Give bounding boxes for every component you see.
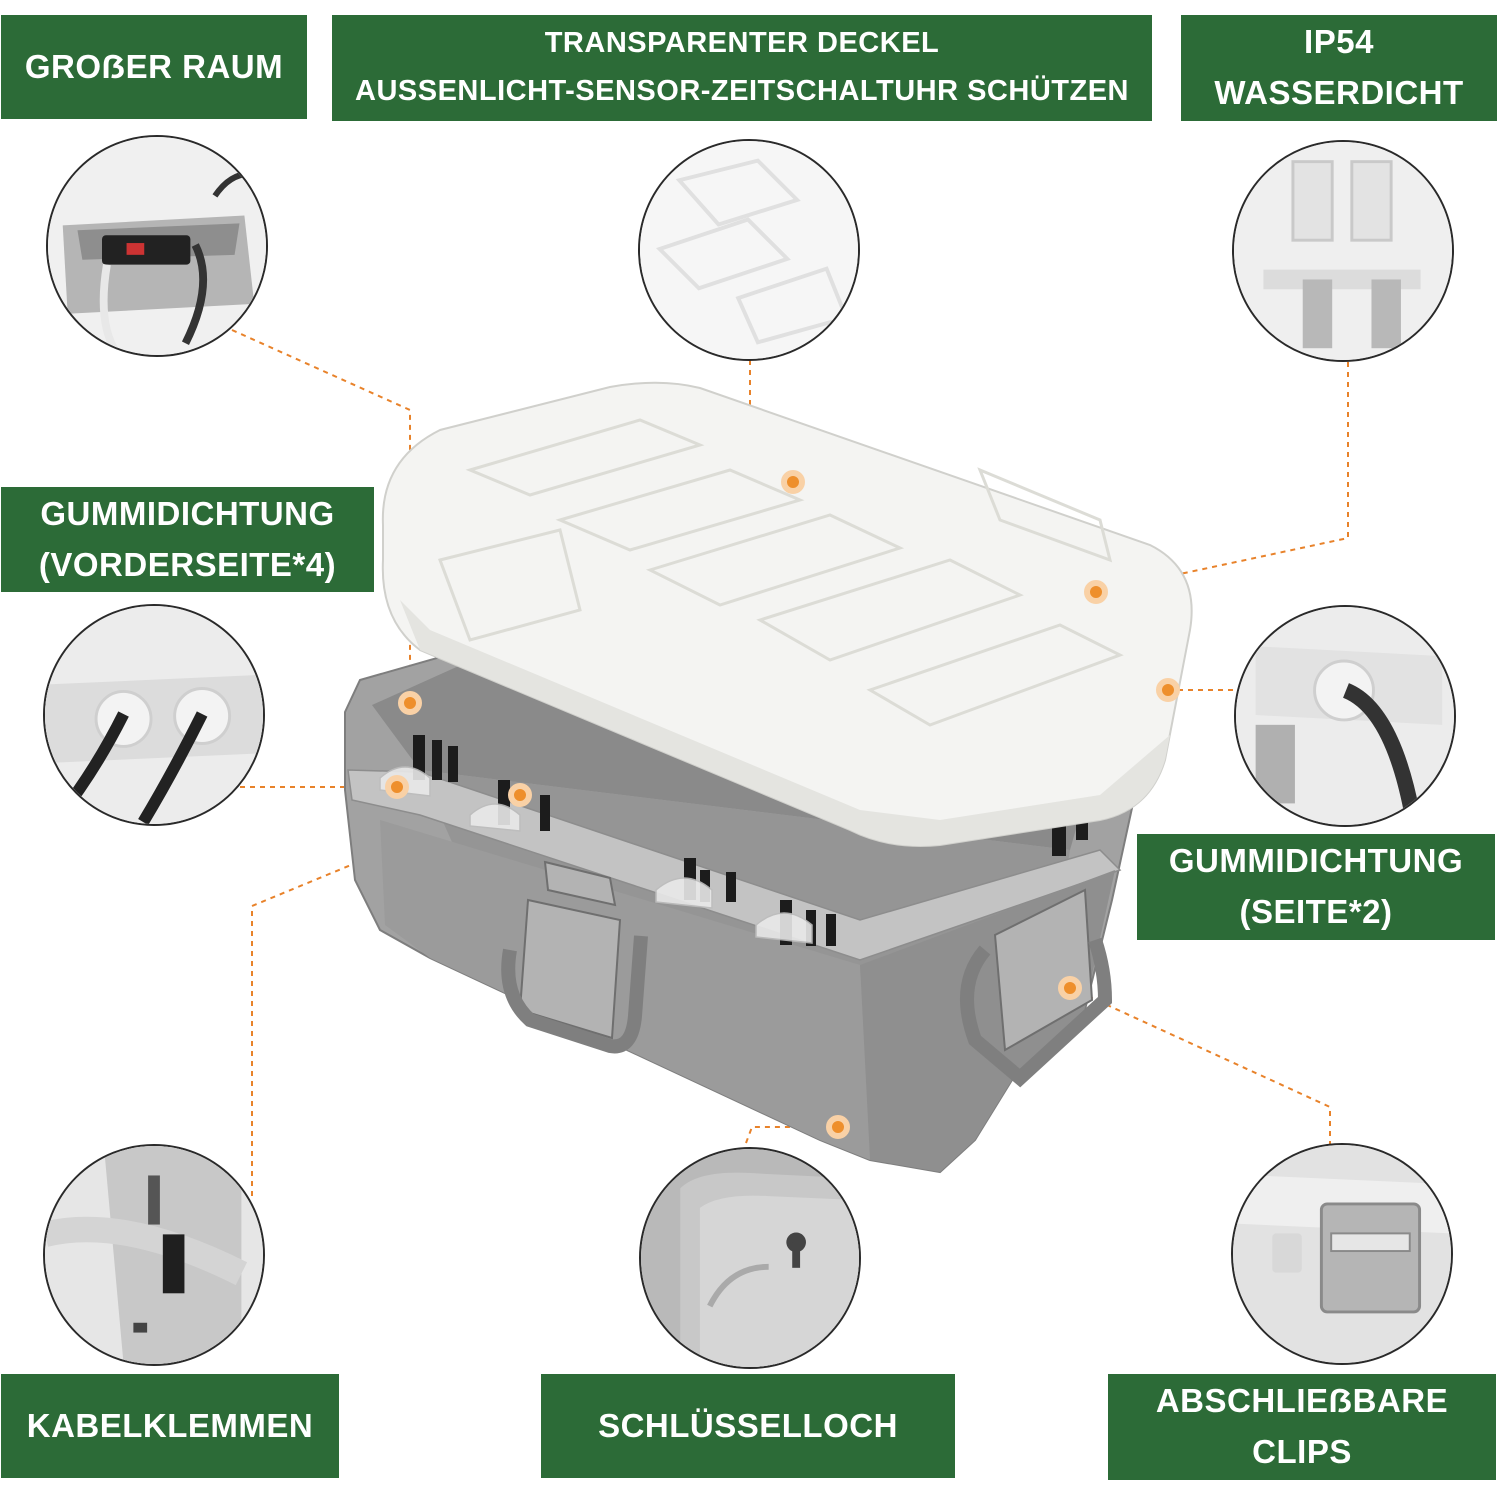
label-schluesselloch-text: SCHLÜSSELLOCH xyxy=(598,1406,898,1444)
label-ip54-line1: IP54 xyxy=(1304,23,1374,61)
front-latch xyxy=(501,860,648,1054)
label-gummi-seite-line2: (SEITE*2) xyxy=(1239,893,1393,930)
detail-circle-grosser-raum xyxy=(46,135,268,357)
dot-schluesselloch xyxy=(826,1115,850,1139)
label-gummi-seite-line1: GUMMIDICHTUNG xyxy=(1168,842,1464,880)
label-abschliessbare-clips: ABSCHLIEẞBARE CLIPS xyxy=(1108,1374,1496,1480)
label-gummidichtung-seite: GUMMIDICHTUNG (SEITE*2) xyxy=(1137,834,1495,940)
dot-clips xyxy=(1058,976,1082,1000)
transparent-lid xyxy=(381,381,1193,847)
detail-circle-deckel xyxy=(638,139,860,361)
detail-circle-ip54 xyxy=(1232,140,1454,362)
label-gummi-vorne-line2: (VORDERSEITE*4) xyxy=(38,545,337,583)
label-grosser-raum-text: GROẞER RAUM xyxy=(24,47,284,85)
dot-gummi-seite xyxy=(1156,678,1180,702)
label-kabelklemmen-text: KABELKLEMMEN xyxy=(26,1406,314,1444)
label-clips-line2: CLIPS xyxy=(1252,1433,1352,1470)
detail-circle-kabelklemmen xyxy=(43,1144,265,1366)
label-deckel-line2: AUSSENLICHT-SENSOR-ZEITSCHALTUHR SCHÜTZE… xyxy=(355,75,1129,107)
label-clips-line1: ABSCHLIEẞBARE xyxy=(1155,1382,1449,1420)
detail-circle-gummi-seite xyxy=(1234,605,1456,827)
detail-circle-schluesselloch xyxy=(639,1147,861,1369)
marker-dots xyxy=(385,470,1180,1139)
label-ip54: IP54 WASSERDICHT xyxy=(1181,15,1497,121)
label-grosser-raum: GROẞER RAUM xyxy=(1,15,307,119)
dot-grosser-raum xyxy=(398,691,422,715)
label-gummidichtung-vorderseite: GUMMIDICHTUNG (VORDERSEITE*4) xyxy=(1,487,374,592)
label-transparenter-deckel: TRANSPARENTER DECKEL AUSSENLICHT-SENSOR-… xyxy=(332,15,1152,121)
label-kabelklemmen: KABELKLEMMEN xyxy=(1,1374,339,1478)
dot-kabelklemmen xyxy=(508,783,532,807)
leader-line-clips xyxy=(1069,987,1331,1147)
label-deckel-line1: TRANSPARENTER DECKEL xyxy=(544,27,940,60)
dot-deckel xyxy=(781,470,805,494)
side-latch xyxy=(960,888,1113,1088)
dot-gummi-vorne xyxy=(385,775,409,799)
label-schluesselloch: SCHLÜSSELLOCH xyxy=(541,1374,955,1478)
dot-ip54 xyxy=(1084,580,1108,604)
detail-circle-clips xyxy=(1231,1143,1453,1365)
detail-circle-gummi-vorne xyxy=(43,604,265,826)
label-gummi-vorne-line1: GUMMIDICHTUNG xyxy=(40,494,335,532)
label-ip54-line2: WASSERDICHT xyxy=(1214,74,1464,111)
